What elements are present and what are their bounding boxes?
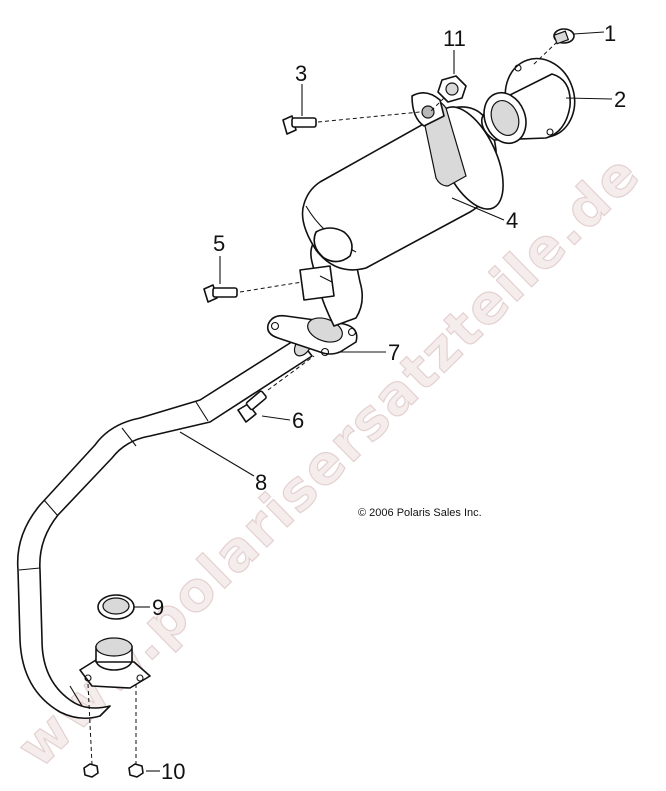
- callout-7: 7: [388, 340, 400, 365]
- callout-8: 8: [255, 470, 267, 495]
- exhaust-flange-nuts: [83, 683, 144, 778]
- callout-10: 10: [161, 759, 185, 784]
- muffler-mount-bolt: [282, 111, 421, 135]
- exhaust-gasket: [97, 594, 135, 620]
- copyright-notice: © 2006 Polaris Sales Inc.: [358, 507, 482, 519]
- flange-bolt: [237, 355, 315, 423]
- callout-11: 11: [443, 26, 466, 51]
- muffler-mount-nut: [429, 75, 467, 113]
- muffler-end-cap: [480, 57, 576, 145]
- leader-lines: [134, 31, 613, 772]
- callout-1: 1: [604, 21, 616, 46]
- callout-2: 2: [614, 87, 626, 112]
- elbow-bracket-bolt: [203, 281, 303, 303]
- muffler: [301, 92, 504, 271]
- callout-3: 3: [295, 61, 307, 86]
- callout-5: 5: [213, 231, 225, 256]
- exhaust-port-flange: [79, 637, 151, 689]
- end-cap-screw: [531, 28, 575, 67]
- callout-4: 4: [506, 208, 518, 233]
- callout-6: 6: [292, 408, 304, 433]
- callout-9: 9: [152, 595, 164, 620]
